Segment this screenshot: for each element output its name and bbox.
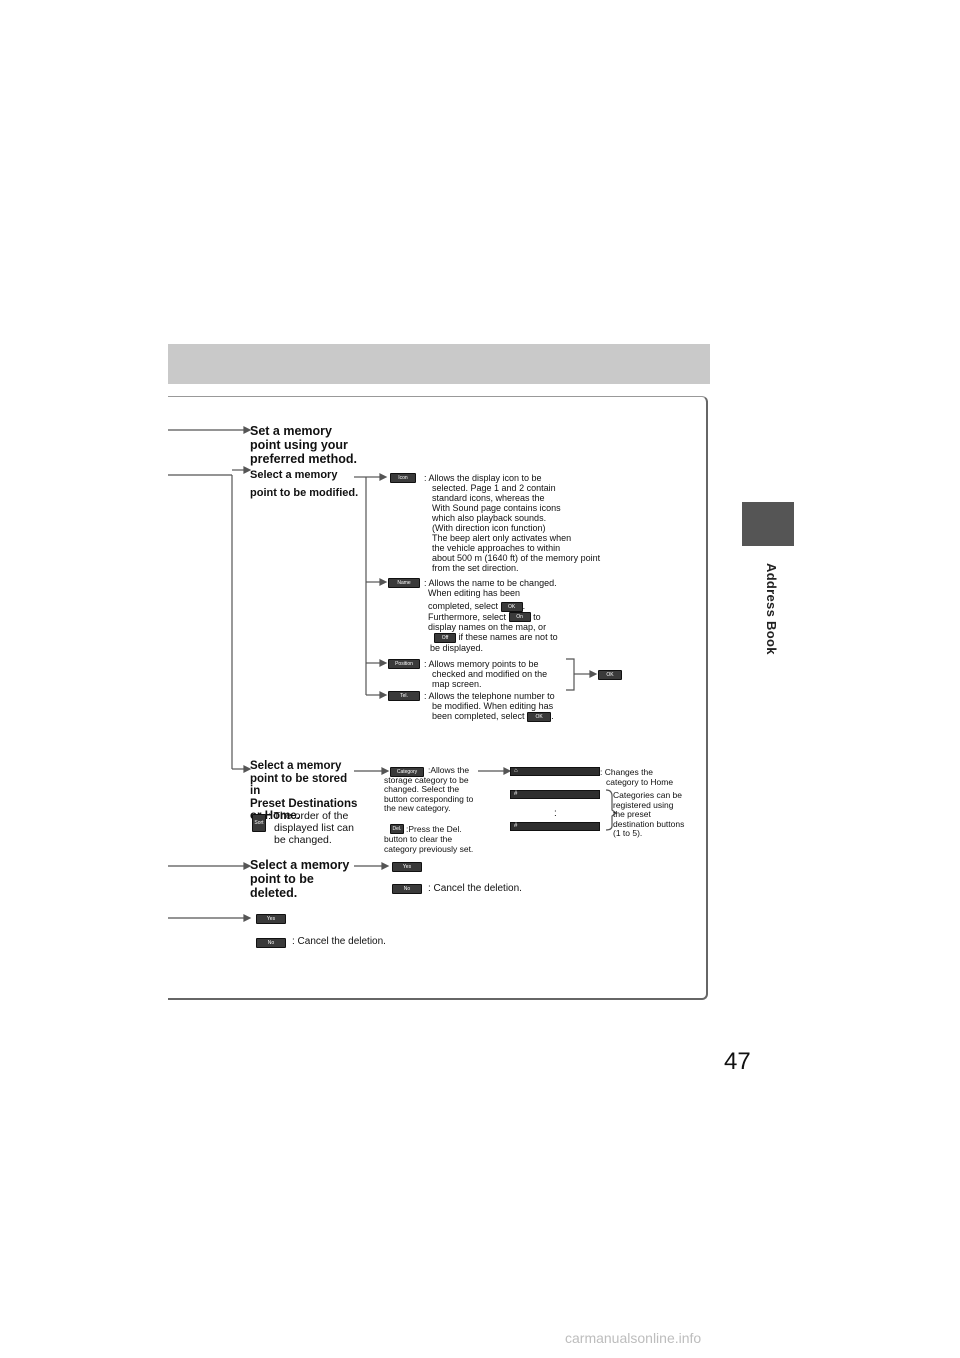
preset-icon: #	[514, 823, 518, 829]
connector-arrowhead	[381, 767, 390, 775]
yes-button[interactable]: Yes	[392, 862, 422, 872]
name-button[interactable]: Name	[388, 578, 420, 588]
step-set-memory-point: Set a memory point using your preferred …	[250, 424, 357, 466]
connector-arrowhead	[243, 466, 252, 474]
position-button-description: : Allows memory points to be checked and…	[424, 659, 548, 689]
home-category-bar[interactable]: ⌂	[510, 767, 600, 776]
preset-category-bar-last[interactable]: #	[510, 822, 600, 831]
sort-button[interactable]: Sort	[252, 814, 266, 832]
no-button-description: : Cancel the deletion.	[428, 883, 522, 894]
off-button[interactable]: Off	[434, 632, 456, 643]
watermark: carmanualsonline.info	[565, 1330, 702, 1346]
sort-description: : The order of the displayed list can be…	[268, 810, 354, 846]
tel-button[interactable]: Tel.	[388, 691, 420, 701]
no-button-outer-description: : Cancel the deletion.	[292, 936, 386, 947]
connector-arrowhead	[379, 473, 388, 481]
home-icon: ⌂	[514, 768, 518, 774]
no-button[interactable]: No	[392, 884, 422, 894]
name-furthermore-line: Furthermore, select On to	[428, 611, 541, 623]
chapter-tab	[742, 502, 794, 546]
no-button-outer[interactable]: No	[256, 938, 286, 948]
category-button[interactable]: Category	[390, 767, 424, 777]
ok-button[interactable]: OK	[500, 601, 523, 612]
connector-arrowhead	[243, 914, 252, 922]
name-off-line: Off if these names are not to	[424, 632, 584, 643]
connector-arrowhead	[381, 862, 390, 870]
icon-button[interactable]: Icon	[390, 473, 416, 483]
tel-button-description: : Allows the telephone number to be modi…	[424, 691, 584, 722]
connector-arrowhead	[589, 670, 598, 678]
connector-arrowhead	[243, 426, 252, 434]
preset-category-bar-first[interactable]: #	[510, 790, 600, 799]
tel-completed-line: been completed, select OK.	[432, 711, 554, 722]
connector-arrowhead	[243, 862, 252, 870]
connector-arrowhead	[379, 691, 388, 699]
connector-arrowhead	[503, 767, 512, 775]
del-description: :Press the Del. button to clear the cate…	[384, 824, 474, 854]
flow-frame	[168, 396, 708, 1000]
preset-icon: #	[514, 791, 518, 797]
yes-button-outer[interactable]: Yes	[256, 914, 286, 924]
chapter-tab-label: Address Book	[764, 563, 779, 655]
connector-arrowhead	[243, 765, 252, 773]
tel-ok-button[interactable]: OK	[527, 711, 552, 722]
page-number: 47	[724, 1048, 751, 1075]
position-ok-button[interactable]: OK	[598, 670, 622, 680]
icon-button-description: : Allows the display icon to be selected…	[424, 473, 601, 573]
step-modify-memory-point: Select a memory point to be modified.	[250, 469, 359, 499]
brace	[605, 789, 617, 831]
step-delete-memory-point: Select a memory point to be deleted.	[250, 858, 350, 900]
del-button[interactable]: Del.	[390, 824, 404, 834]
home-description: : Changes the category to Home	[600, 767, 674, 787]
on-button[interactable]: On	[508, 612, 531, 623]
category-description: :Allows the storage category to be chang…	[384, 765, 474, 813]
bracket	[566, 658, 575, 691]
list-continuation-colon: :	[554, 808, 557, 819]
name-button-description: : Allows the name to be changed. When ed…	[424, 578, 584, 653]
position-button[interactable]: Position	[388, 659, 420, 669]
preset-description: Categories can be registered using the p…	[613, 790, 685, 838]
section-header-bar	[168, 344, 710, 384]
connector-arrowhead	[379, 659, 388, 667]
connector-arrowhead	[379, 578, 388, 586]
name-completed-line: completed, select OK.	[428, 601, 526, 612]
